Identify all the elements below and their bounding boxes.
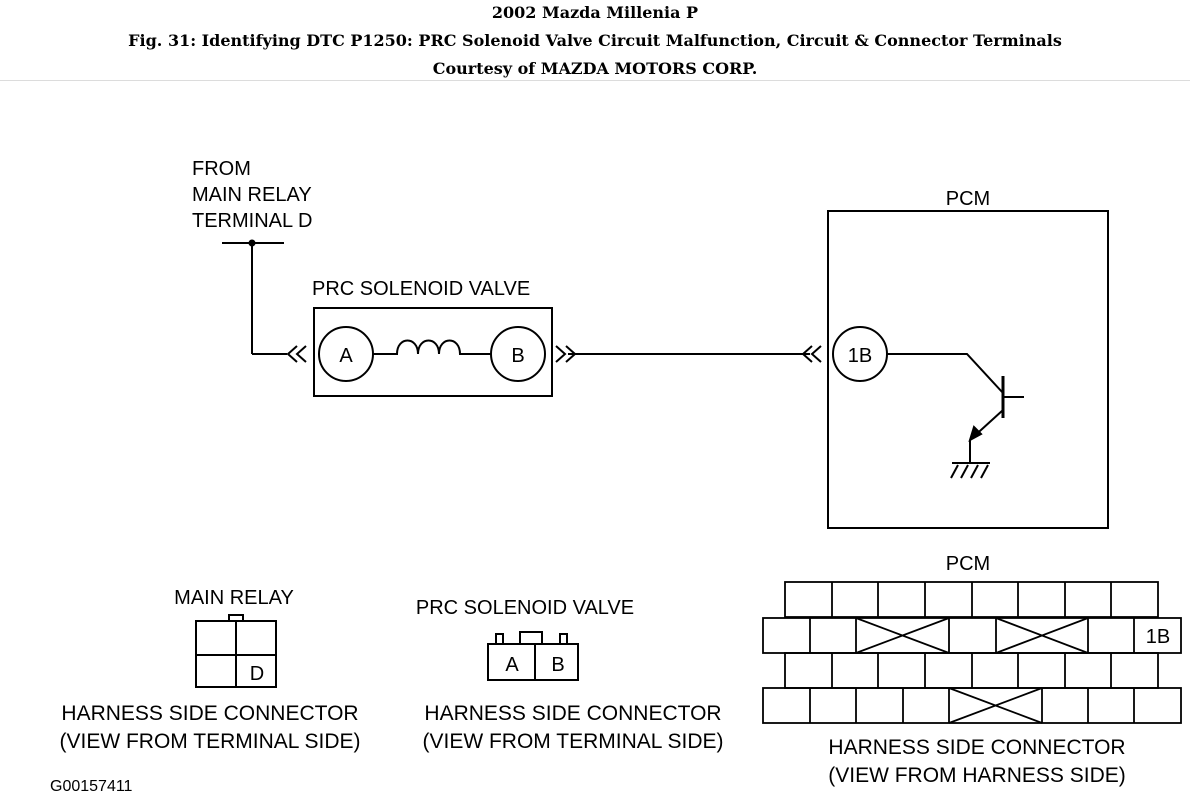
pcm-terminal-1b-label: 1B — [848, 345, 872, 367]
solenoid-terminal-a-label: A — [339, 345, 353, 367]
transistor-symbol — [887, 353, 1004, 394]
figure-id: G00157411 — [50, 778, 133, 795]
source-label-line3: TERMINAL D — [192, 210, 312, 232]
pcm-box — [827, 210, 1109, 529]
pcm-label: PCM — [946, 188, 990, 210]
solenoid-connector-terminal-a: A — [505, 654, 519, 676]
pcm-caption-line2: (VIEW FROM HARNESS SIDE) — [828, 764, 1126, 787]
solenoid-connector-terminal-b: B — [551, 654, 564, 676]
solenoid-coil — [373, 339, 491, 355]
header-vehicle: 2002 Mazda Millenia P — [491, 3, 699, 22]
main-relay-terminal-d: D — [250, 663, 264, 685]
main-relay-title: MAIN RELAY — [174, 587, 294, 609]
solenoid-caption-line2: (VIEW FROM TERMINAL SIDE) — [422, 730, 723, 753]
solenoid-connector — [487, 631, 579, 681]
pcm-connector-terminal-1b: 1B — [1146, 626, 1170, 648]
header-courtesy: Courtesy of MAZDA MOTORS CORP. — [432, 59, 758, 78]
source-label-line2: MAIN RELAY — [192, 184, 312, 206]
solenoid-terminal-b-label: B — [511, 345, 524, 367]
source-label-line1: FROM — [192, 158, 251, 180]
solenoid-label: PRC SOLENOID VALVE — [312, 278, 530, 300]
pcm-connector-title: PCM — [946, 553, 990, 575]
solenoid-caption-line1: HARNESS SIDE CONNECTOR — [424, 702, 721, 725]
header-figure-title: Fig. 31: Identifying DTC P1250: PRC Sole… — [128, 31, 1062, 50]
pcm-connector — [762, 581, 1182, 724]
solenoid-body — [313, 307, 553, 397]
main-relay-connector — [195, 614, 277, 688]
main-relay-caption-line1: HARNESS SIDE CONNECTOR — [61, 702, 358, 725]
figure-header: 2002 Mazda Millenia P Fig. 31: Identifyi… — [0, 0, 1190, 81]
connector-symbol — [286, 345, 298, 363]
solenoid-connector-title: PRC SOLENOID VALVE — [416, 597, 634, 619]
pcm-caption-line1: HARNESS SIDE CONNECTOR — [828, 736, 1125, 759]
main-relay-caption-line2: (VIEW FROM TERMINAL SIDE) — [59, 730, 360, 753]
